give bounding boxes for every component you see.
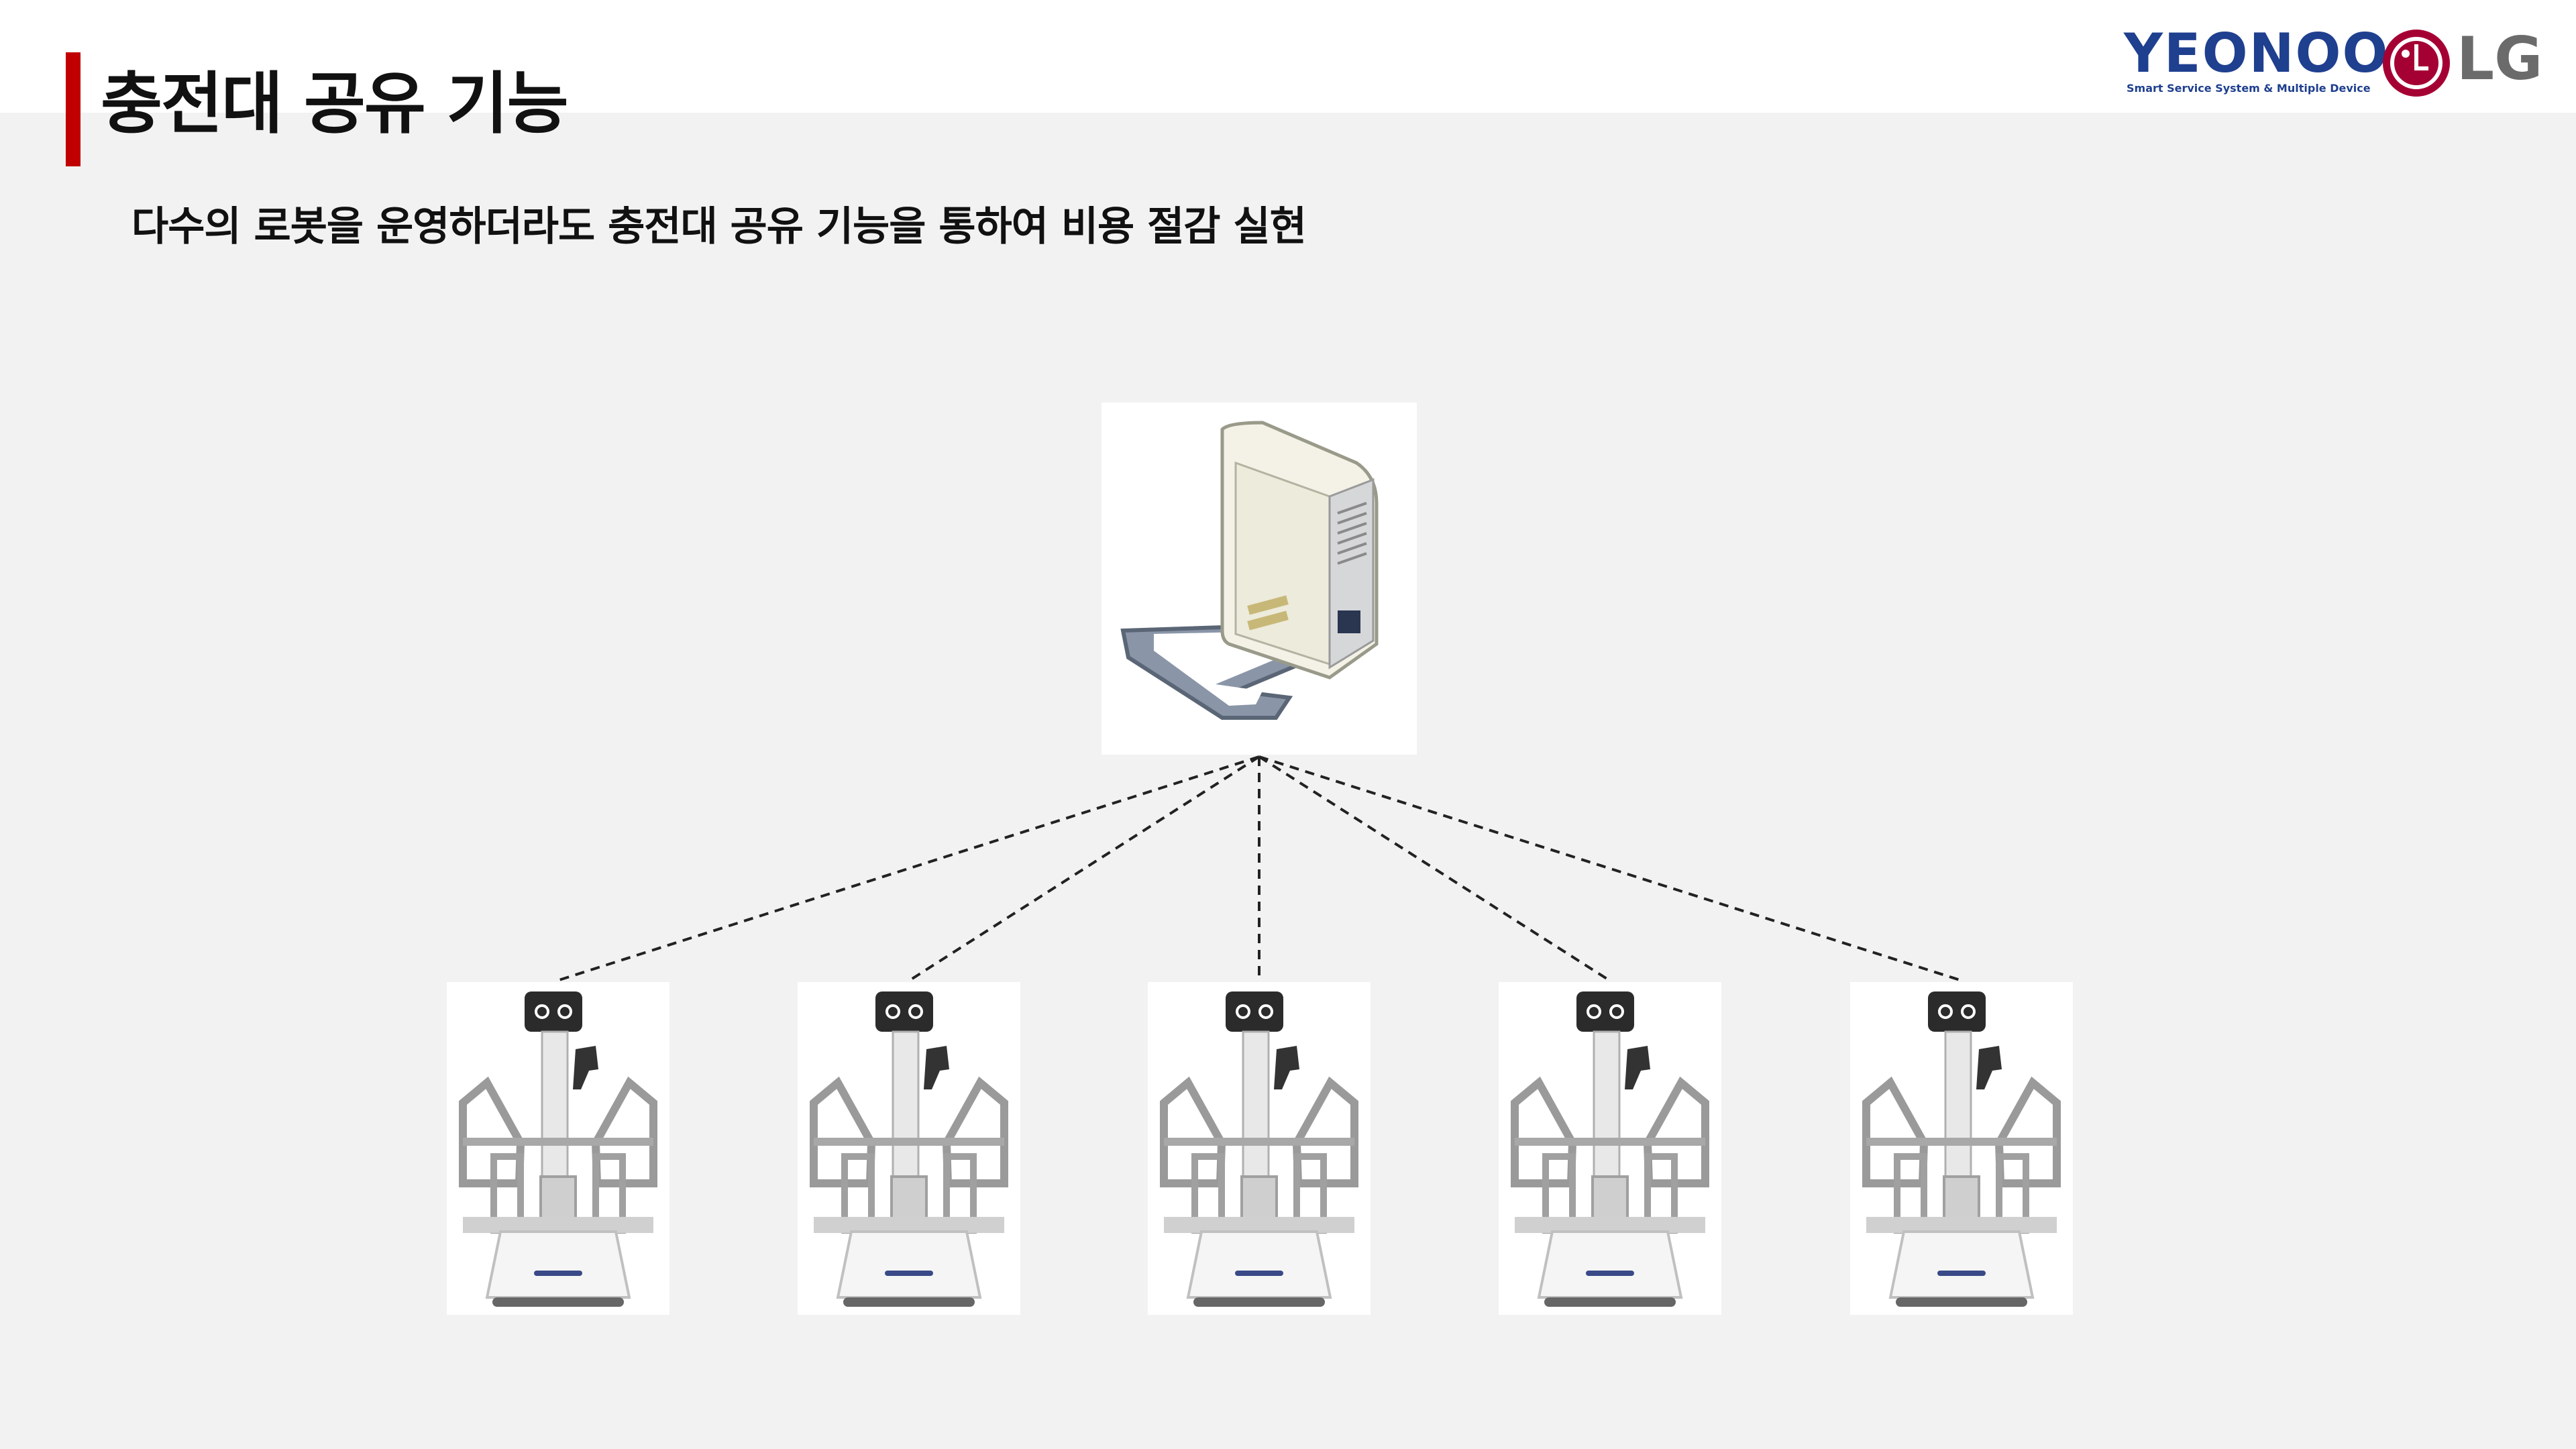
header-band — [0, 0, 2576, 113]
yeonoo-logo: YEONOO — [2124, 22, 2390, 85]
yeonoo-tagline: Smart Service System & Multiple Device — [2127, 82, 2371, 95]
logo-area: YEONOO Smart Service System & Multiple D… — [2120, 27, 2549, 101]
title-accent-bar — [66, 52, 80, 166]
service-robot-icon — [1862, 991, 2061, 1307]
connector-line — [1258, 755, 1963, 982]
page-title: 충전대 공유 기능 — [101, 64, 569, 143]
lg-emblem-icon — [2383, 30, 2450, 97]
lg-logo: LG — [2457, 24, 2543, 93]
charging-station-icon — [1120, 421, 1379, 720]
robot-card — [1148, 982, 1371, 1315]
page-subtitle: 다수의 로봇을 운영하더라도 충전대 공유 기능을 통하여 비용 절감 실현 — [131, 203, 1307, 250]
robot-card — [798, 982, 1020, 1315]
service-robot-icon — [1511, 991, 1709, 1307]
service-robot-icon — [810, 991, 1008, 1307]
connector-line — [1258, 755, 1611, 982]
charging-station-card — [1102, 402, 1417, 755]
robot-card — [447, 982, 669, 1315]
connector-line — [908, 755, 1260, 982]
service-robot-icon — [1160, 991, 1358, 1307]
service-robot-icon — [459, 991, 657, 1307]
robot-card — [1850, 982, 2073, 1315]
robot-card — [1499, 982, 1721, 1315]
connector-line — [556, 755, 1260, 982]
